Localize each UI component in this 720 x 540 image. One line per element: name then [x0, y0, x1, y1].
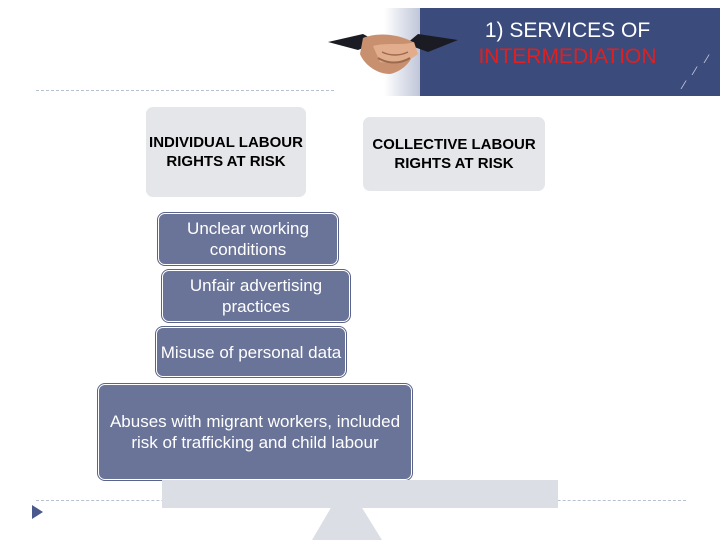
triangle-right-icon [32, 505, 43, 519]
stack-item-label: Unclear working conditions [187, 219, 309, 259]
scale-beam [162, 480, 558, 508]
collective-rights-box: COLLECTIVE LABOUR RIGHTS AT RISK [363, 117, 545, 191]
individual-rights-box: INDIVIDUAL LABOUR RIGHTS AT RISK [146, 107, 306, 197]
deco-mark: ⁄ [683, 78, 686, 92]
deco-mark: ⁄ [706, 52, 709, 66]
title-line-2: INTERMEDIATION [478, 45, 657, 68]
title-line-1: 1) SERVICES OF [484, 19, 651, 42]
stack-item-unfair-advertising: Unfair advertising practices [162, 270, 350, 322]
slide-title: 1) SERVICES OF INTERMEDIATION [440, 18, 695, 70]
stack-item-label: Misuse of personal data [160, 342, 342, 362]
handshake-image [328, 34, 458, 74]
stack-item-label: Abuses with migrant workers, included ri… [109, 412, 401, 452]
divider-top [36, 90, 334, 91]
collective-rights-label: COLLECTIVE LABOUR RIGHTS AT RISK [372, 136, 536, 172]
individual-rights-label: INDIVIDUAL LABOUR RIGHTS AT RISK [149, 134, 303, 170]
stack-item-migrant-abuses: Abuses with migrant workers, included ri… [98, 384, 412, 480]
stack-item-unclear-conditions: Unclear working conditions [158, 213, 338, 265]
stack-item-label: Unfair advertising practices [189, 276, 323, 316]
header-band-dark [420, 8, 720, 96]
deco-mark: ⁄ [694, 64, 697, 78]
stack-item-misuse-data: Misuse of personal data [156, 327, 346, 377]
